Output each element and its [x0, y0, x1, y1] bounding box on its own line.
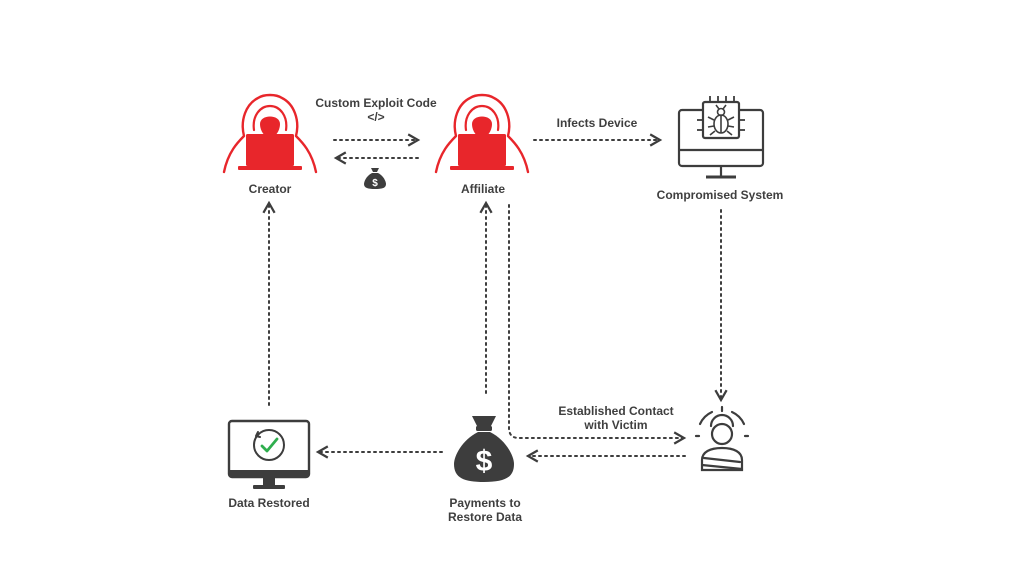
exploit-edge-label: Custom Exploit Code </> [315, 96, 437, 124]
compromised-system-label: Compromised System [656, 188, 784, 202]
arrow-affiliate-to-victim [508, 204, 687, 445]
money-bag-icon: $ [454, 416, 514, 482]
restored-monitor-icon [227, 419, 311, 489]
targeted-person-icon [694, 405, 750, 472]
data-restored-label: Data Restored [228, 496, 310, 510]
svg-text:$: $ [372, 178, 378, 189]
infects-edge-label: Infects Device [556, 116, 638, 130]
creator-node [222, 93, 318, 174]
small-money-bag-icon: $ [364, 168, 386, 189]
bug-monitor-icon [677, 96, 765, 179]
hooded-hacker-icon [222, 93, 318, 174]
creator-label: Creator [248, 182, 292, 196]
affiliate-node [434, 93, 530, 174]
svg-text:$: $ [476, 445, 493, 478]
payments-label: Payments to Restore Data [447, 496, 523, 524]
contact-edge-label: Established Contact with Victim [558, 404, 674, 432]
affiliate-label: Affiliate [460, 182, 506, 196]
hooded-hacker-icon [434, 93, 530, 174]
